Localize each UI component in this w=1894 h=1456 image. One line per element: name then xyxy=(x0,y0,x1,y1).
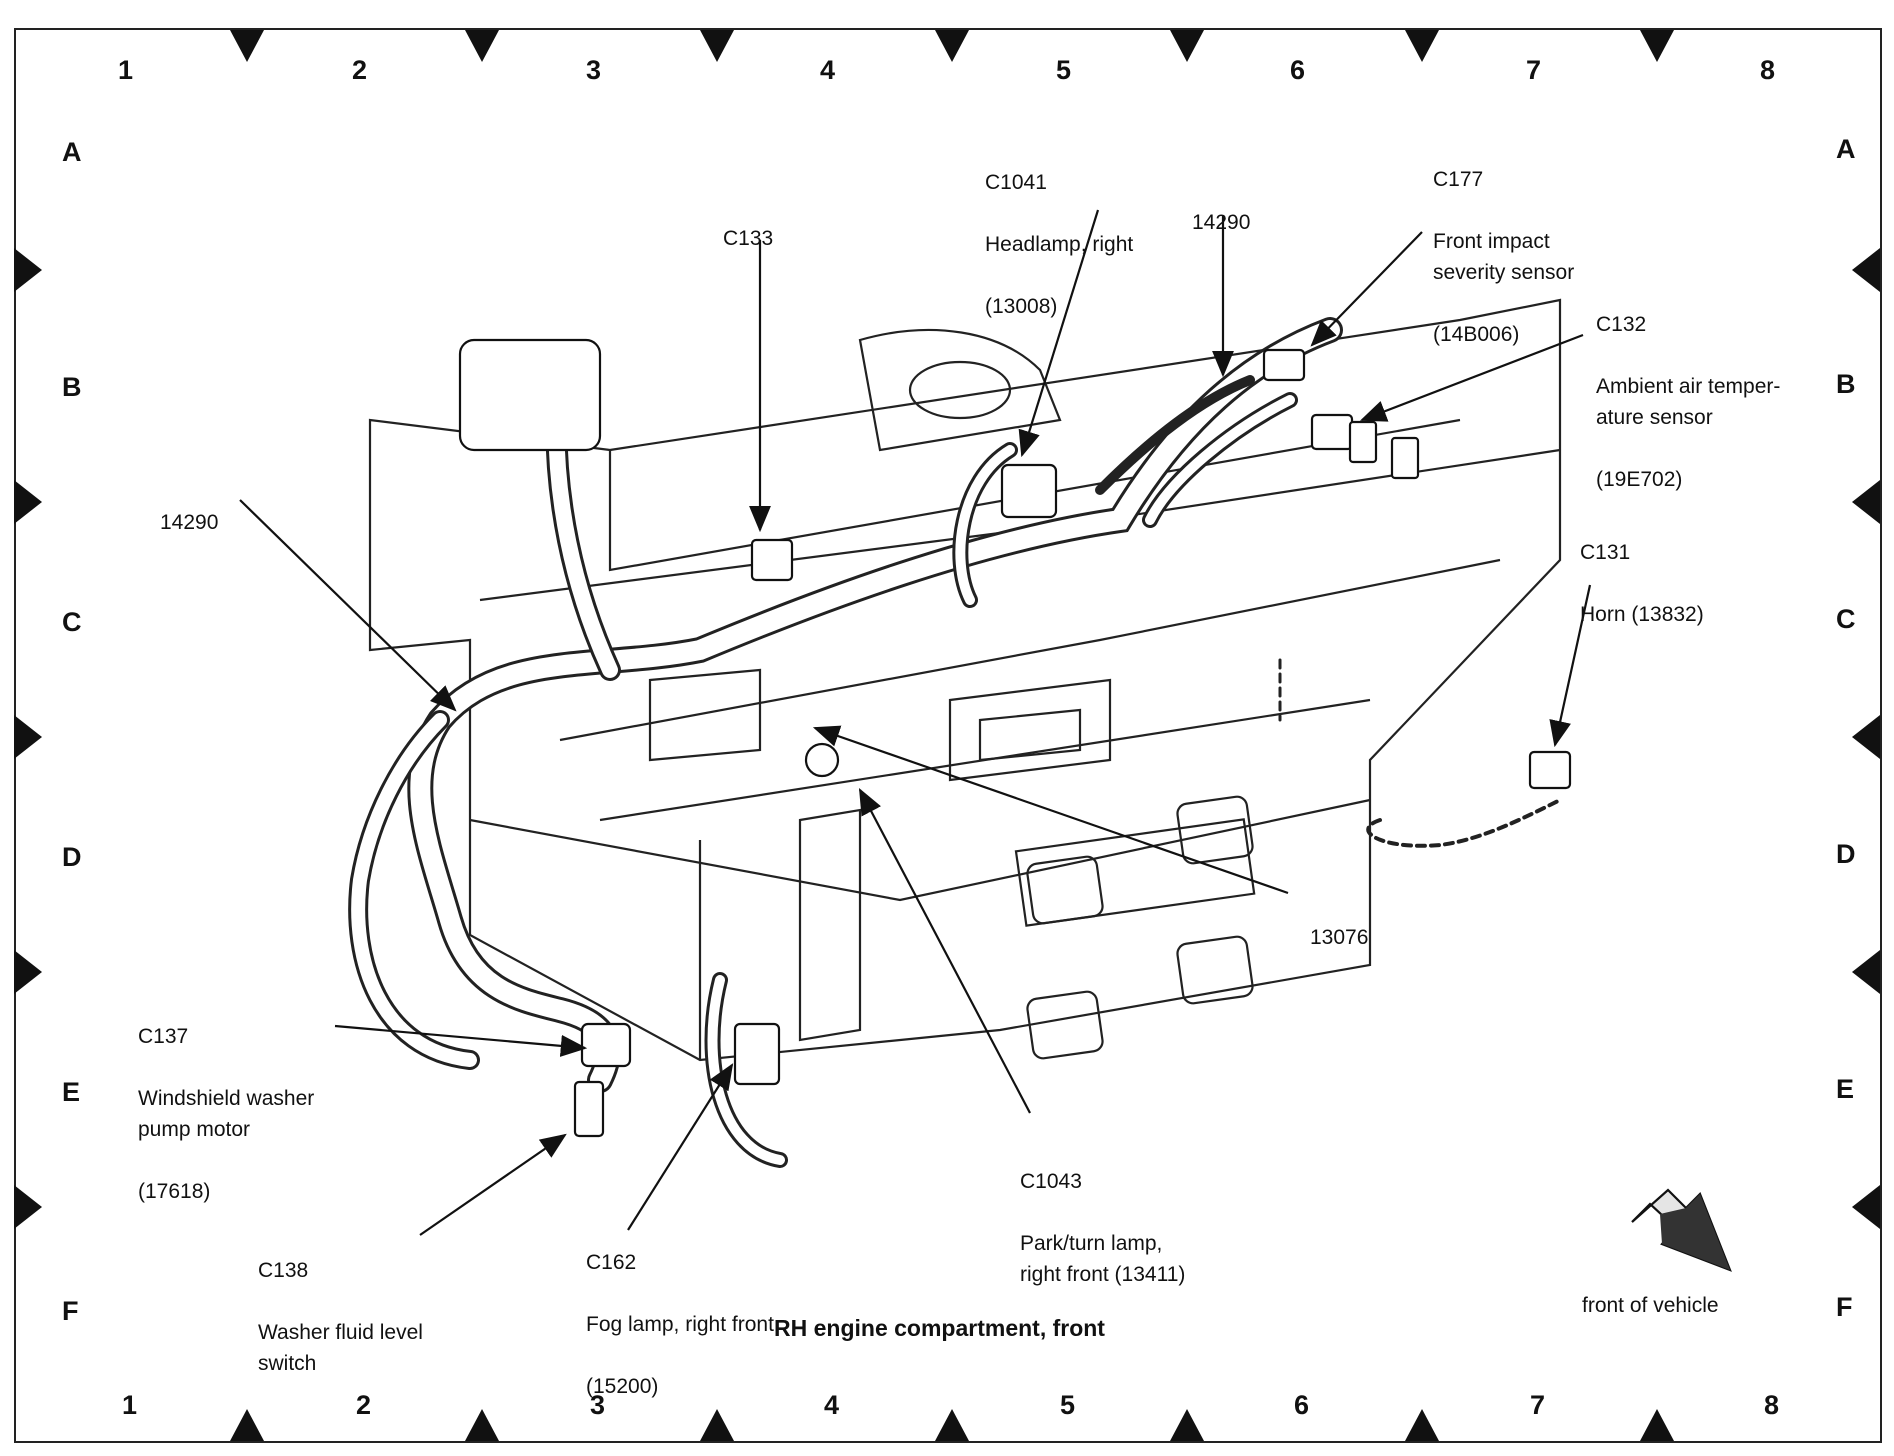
callout-c162-id: C162 xyxy=(586,1251,637,1274)
callout-harness-left: 14290 xyxy=(160,476,218,569)
callout-13076: 13076 xyxy=(1310,891,1368,984)
grid-col-3-bottom: 3 xyxy=(590,1390,606,1420)
callout-c132: C132 Ambient air temper- ature sensor (1… xyxy=(1596,278,1780,526)
callout-harness-top-id: 14290 xyxy=(1192,211,1251,234)
callout-c137-text: Windshield washer pump motor xyxy=(138,1087,315,1141)
grid-row-e-left: E xyxy=(62,1077,81,1107)
connectors xyxy=(458,338,1572,1138)
grid-row-c-left: C xyxy=(62,607,82,637)
c1043-grommet xyxy=(804,742,840,778)
c177-connector xyxy=(1262,348,1306,382)
grid-col-4-bottom: 4 xyxy=(824,1390,840,1420)
grid-col-7-top: 7 xyxy=(1526,55,1542,85)
c131-horn-connector xyxy=(1528,750,1572,790)
wiring-harness xyxy=(348,317,1562,1168)
callout-c133: C133 xyxy=(723,192,773,285)
diagram-title: RH engine compartment, front xyxy=(774,1315,1105,1341)
callout-13076-id: 13076 xyxy=(1310,926,1369,949)
grid-row-b-left: B xyxy=(62,372,82,402)
grid-col-8-top: 8 xyxy=(1760,55,1776,85)
callout-harness-top: 14290 xyxy=(1192,176,1250,269)
callout-c1041-text: Headlamp, right xyxy=(985,233,1134,256)
grid-row-f-right: F xyxy=(1836,1292,1853,1322)
callout-c1041: C1041 Headlamp, right (13008) xyxy=(985,136,1133,353)
c162-connector xyxy=(733,1022,781,1086)
grid-row-a-right: A xyxy=(1836,134,1856,164)
grid-col-4-top: 4 xyxy=(820,55,836,85)
grid-col-5-top: 5 xyxy=(1056,55,1072,85)
callout-c162: C162 Fog lamp, right front (15200) xyxy=(586,1216,774,1433)
callout-c177-part: (14B006) xyxy=(1433,323,1520,346)
callout-c137-id: C137 xyxy=(138,1025,189,1048)
callout-c1043: C1043 Park/turn lamp, right front (13411… xyxy=(1020,1135,1185,1321)
callout-c131-text: Horn (13832) xyxy=(1580,603,1704,626)
grid-row-b-right: B xyxy=(1836,369,1856,399)
grid-row-d-left: D xyxy=(62,842,82,872)
headlamp-housing-shape xyxy=(458,338,602,452)
callout-c137-part: (17618) xyxy=(138,1180,211,1203)
c132-connector xyxy=(1310,413,1354,451)
callout-c177-text: Front impact severity sensor xyxy=(1433,230,1575,284)
callout-c1043-text: Park/turn lamp, right front (13411) xyxy=(1020,1232,1186,1286)
grid-col-6-bottom: 6 xyxy=(1294,1390,1310,1420)
callout-c133-id: C133 xyxy=(723,227,774,250)
callout-c132-part: (19E702) xyxy=(1596,468,1683,491)
callout-c1043-id: C1043 xyxy=(1020,1170,1082,1193)
c137-connector xyxy=(580,1022,632,1068)
grid-row-c-right: C xyxy=(1836,604,1856,634)
callout-c138-text: Washer fluid level switch xyxy=(258,1321,423,1375)
radiator-support xyxy=(368,298,1562,1062)
c133-connector xyxy=(750,538,794,582)
callout-c138: C138 Washer fluid level switch xyxy=(258,1224,423,1410)
callout-c132-id: C132 xyxy=(1596,313,1647,336)
grid-col-6-top: 6 xyxy=(1290,55,1306,85)
callout-c138-id: C138 xyxy=(258,1259,309,1282)
grid-col-7-bottom: 7 xyxy=(1530,1390,1546,1420)
grid-row-f-left: F xyxy=(62,1296,79,1326)
callout-harness-left-id: 14290 xyxy=(160,511,219,534)
callout-c131: C131 Horn (13832) xyxy=(1580,506,1704,661)
grid-col-1-top: 1 xyxy=(118,55,134,85)
grid-col-2-top: 2 xyxy=(352,55,368,85)
front-of-vehicle-label: front of vehicle xyxy=(1582,1294,1719,1317)
callout-c162-text: Fog lamp, right front xyxy=(586,1313,774,1336)
callout-c131-id: C131 xyxy=(1580,541,1631,564)
c1041-connector xyxy=(1000,463,1058,519)
grid-col-8-bottom: 8 xyxy=(1764,1390,1780,1420)
grid-row-e-right: E xyxy=(1836,1074,1855,1104)
callout-c177: C177 Front impact severity sensor (14B00… xyxy=(1433,133,1574,381)
leader-lines xyxy=(239,209,1592,1236)
grid-col-5-bottom: 5 xyxy=(1060,1390,1076,1420)
grid-markers-left xyxy=(14,248,42,1229)
grid-markers-right xyxy=(1852,248,1880,1229)
grid-col-3-top: 3 xyxy=(586,55,602,85)
grid-col-2-bottom: 2 xyxy=(356,1390,372,1420)
callout-c137: C137 Windshield washer pump motor (17618… xyxy=(138,990,314,1238)
grid-markers-top xyxy=(230,30,1674,62)
callout-c1041-id: C1041 xyxy=(985,171,1047,194)
callout-c132-text: Ambient air temper- ature sensor xyxy=(1596,375,1781,429)
callout-c177-id: C177 xyxy=(1433,168,1484,191)
grid-col-1-bottom: 1 xyxy=(122,1390,138,1420)
callout-c162-part: (15200) xyxy=(586,1375,659,1398)
grid-row-d-right: D xyxy=(1836,839,1856,869)
c138-connector xyxy=(573,1080,605,1138)
callout-c1041-part: (13008) xyxy=(985,295,1058,318)
grid-markers-bottom xyxy=(230,1409,1674,1441)
front-of-vehicle-arrow-icon xyxy=(1631,1188,1732,1272)
grid-row-a-left: A xyxy=(62,137,82,167)
